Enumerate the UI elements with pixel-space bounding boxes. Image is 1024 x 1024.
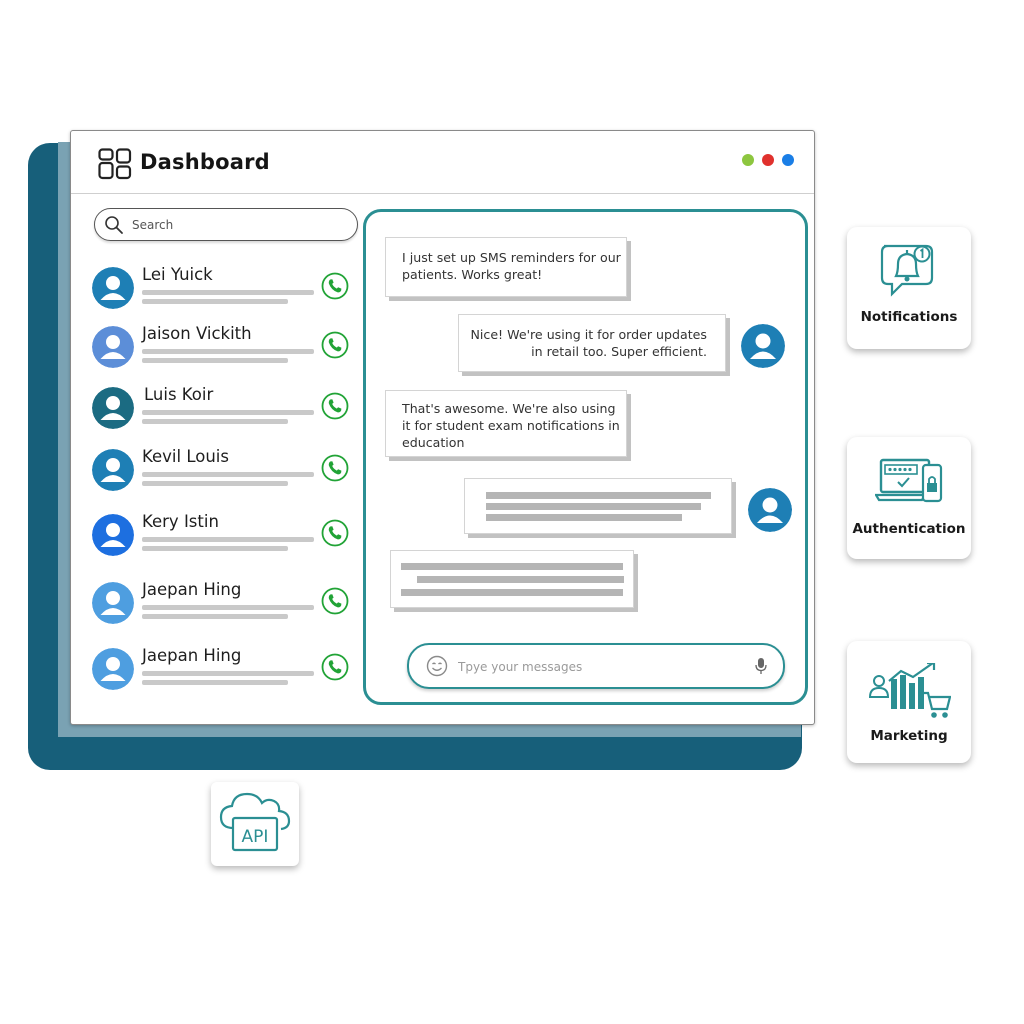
avatar <box>92 582 134 624</box>
contact-name: Kery Istin <box>142 512 219 531</box>
contact-name: Jaepan Hing <box>142 646 242 665</box>
marketing-label: Marketing <box>870 728 948 744</box>
user-avatar <box>748 488 792 532</box>
message-bubble-left: I just set up SMS reminders for our pati… <box>385 237 627 297</box>
message-input[interactable] <box>456 656 740 678</box>
contact-item[interactable]: Lei Yuick <box>92 265 354 313</box>
message-bubble-placeholder-left <box>390 550 634 608</box>
authentication-label: Authentication <box>852 521 966 537</box>
notifications-card[interactable]: Notifications <box>847 227 971 349</box>
contact-preview-bar <box>142 290 314 295</box>
message-text: it for student exam notifications in <box>402 418 620 433</box>
avatar <box>92 514 134 556</box>
window-dot-blue[interactable] <box>782 154 794 166</box>
contact-preview-bar <box>142 546 288 551</box>
message-text: Nice! We're using it for order updates <box>470 327 707 342</box>
contact-preview-bar <box>142 680 288 685</box>
window-dot-red[interactable] <box>762 154 774 166</box>
contact-preview-bar <box>142 349 314 354</box>
text-placeholder-bar <box>486 514 682 521</box>
message-bubble-placeholder-right <box>464 478 732 534</box>
contact-name: Lei Yuick <box>142 265 213 284</box>
contact-name: Kevil Louis <box>142 447 229 466</box>
message-text: in retail too. Super efficient. <box>531 344 707 359</box>
text-placeholder-bar <box>486 492 711 499</box>
message-text: patients. Works great! <box>402 267 543 282</box>
contact-item[interactable]: Jaison Vickith <box>92 324 354 372</box>
contact-name: Luis Koir <box>144 385 214 404</box>
search-bar[interactable] <box>94 208 358 241</box>
window-dot-green[interactable] <box>742 154 754 166</box>
avatar <box>92 267 134 309</box>
user-avatar <box>741 324 785 368</box>
dashboard-grid-icon <box>98 148 132 180</box>
contact-preview-bar <box>142 358 288 363</box>
authentication-card[interactable]: Authentication <box>847 437 971 559</box>
cloud-api-icon: API <box>219 792 291 852</box>
contact-preview-bar <box>142 410 314 415</box>
message-input-box[interactable] <box>407 643 785 689</box>
contact-preview-bar <box>142 299 288 304</box>
api-label: API <box>242 827 269 847</box>
contact-item[interactable]: Kevil Louis <box>92 447 354 495</box>
marketing-chart-cart-icon <box>868 663 951 718</box>
search-input[interactable] <box>130 213 344 237</box>
phone-call-icon[interactable] <box>321 272 349 300</box>
contact-name: Jaison Vickith <box>142 324 252 343</box>
api-card[interactable]: API <box>211 782 299 866</box>
phone-call-icon[interactable] <box>321 519 349 547</box>
message-text: I just set up SMS reminders for our <box>402 250 621 265</box>
contact-preview-bar <box>142 671 314 676</box>
contact-preview-bar <box>142 614 288 619</box>
message-text: That's awesome. We're also using <box>402 401 616 416</box>
phone-call-icon[interactable] <box>321 392 349 420</box>
contact-item[interactable]: Jaepan Hing <box>92 646 354 694</box>
contact-preview-bar <box>142 481 288 486</box>
phone-call-icon[interactable] <box>321 587 349 615</box>
contact-name: Jaepan Hing <box>142 580 242 599</box>
bell-notification-icon <box>880 244 934 297</box>
phone-call-icon[interactable] <box>321 331 349 359</box>
notifications-label: Notifications <box>860 309 958 325</box>
phone-call-icon[interactable] <box>321 454 349 482</box>
phone-call-icon[interactable] <box>321 653 349 681</box>
chat-panel: I just set up SMS reminders for our pati… <box>363 209 808 705</box>
avatar <box>92 648 134 690</box>
contact-preview-bar <box>142 472 314 477</box>
message-text: education <box>402 435 465 450</box>
contact-preview-bar <box>142 537 314 542</box>
text-placeholder-bar <box>417 576 624 583</box>
contact-item[interactable]: Kery Istin <box>92 512 354 560</box>
laptop-lock-icon <box>875 458 943 503</box>
message-bubble-right: Nice! We're using it for order updates i… <box>458 314 726 372</box>
text-placeholder-bar <box>486 503 701 510</box>
avatar <box>92 387 134 429</box>
avatar <box>92 326 134 368</box>
title-bar: Dashboard <box>71 131 814 194</box>
marketing-card[interactable]: Marketing <box>847 641 971 763</box>
message-bubble-left: That's awesome. We're also using it for … <box>385 390 627 457</box>
contact-item[interactable]: Jaepan Hing <box>92 580 354 628</box>
page-title: Dashboard <box>140 150 270 174</box>
search-icon <box>105 216 123 234</box>
avatar <box>92 449 134 491</box>
contact-preview-bar <box>142 605 314 610</box>
contact-item[interactable]: Luis Koir <box>92 385 354 433</box>
contact-preview-bar <box>142 419 288 424</box>
text-placeholder-bar <box>401 563 623 570</box>
emoji-icon[interactable] <box>426 655 448 677</box>
microphone-icon[interactable] <box>754 657 768 675</box>
text-placeholder-bar <box>401 589 623 596</box>
